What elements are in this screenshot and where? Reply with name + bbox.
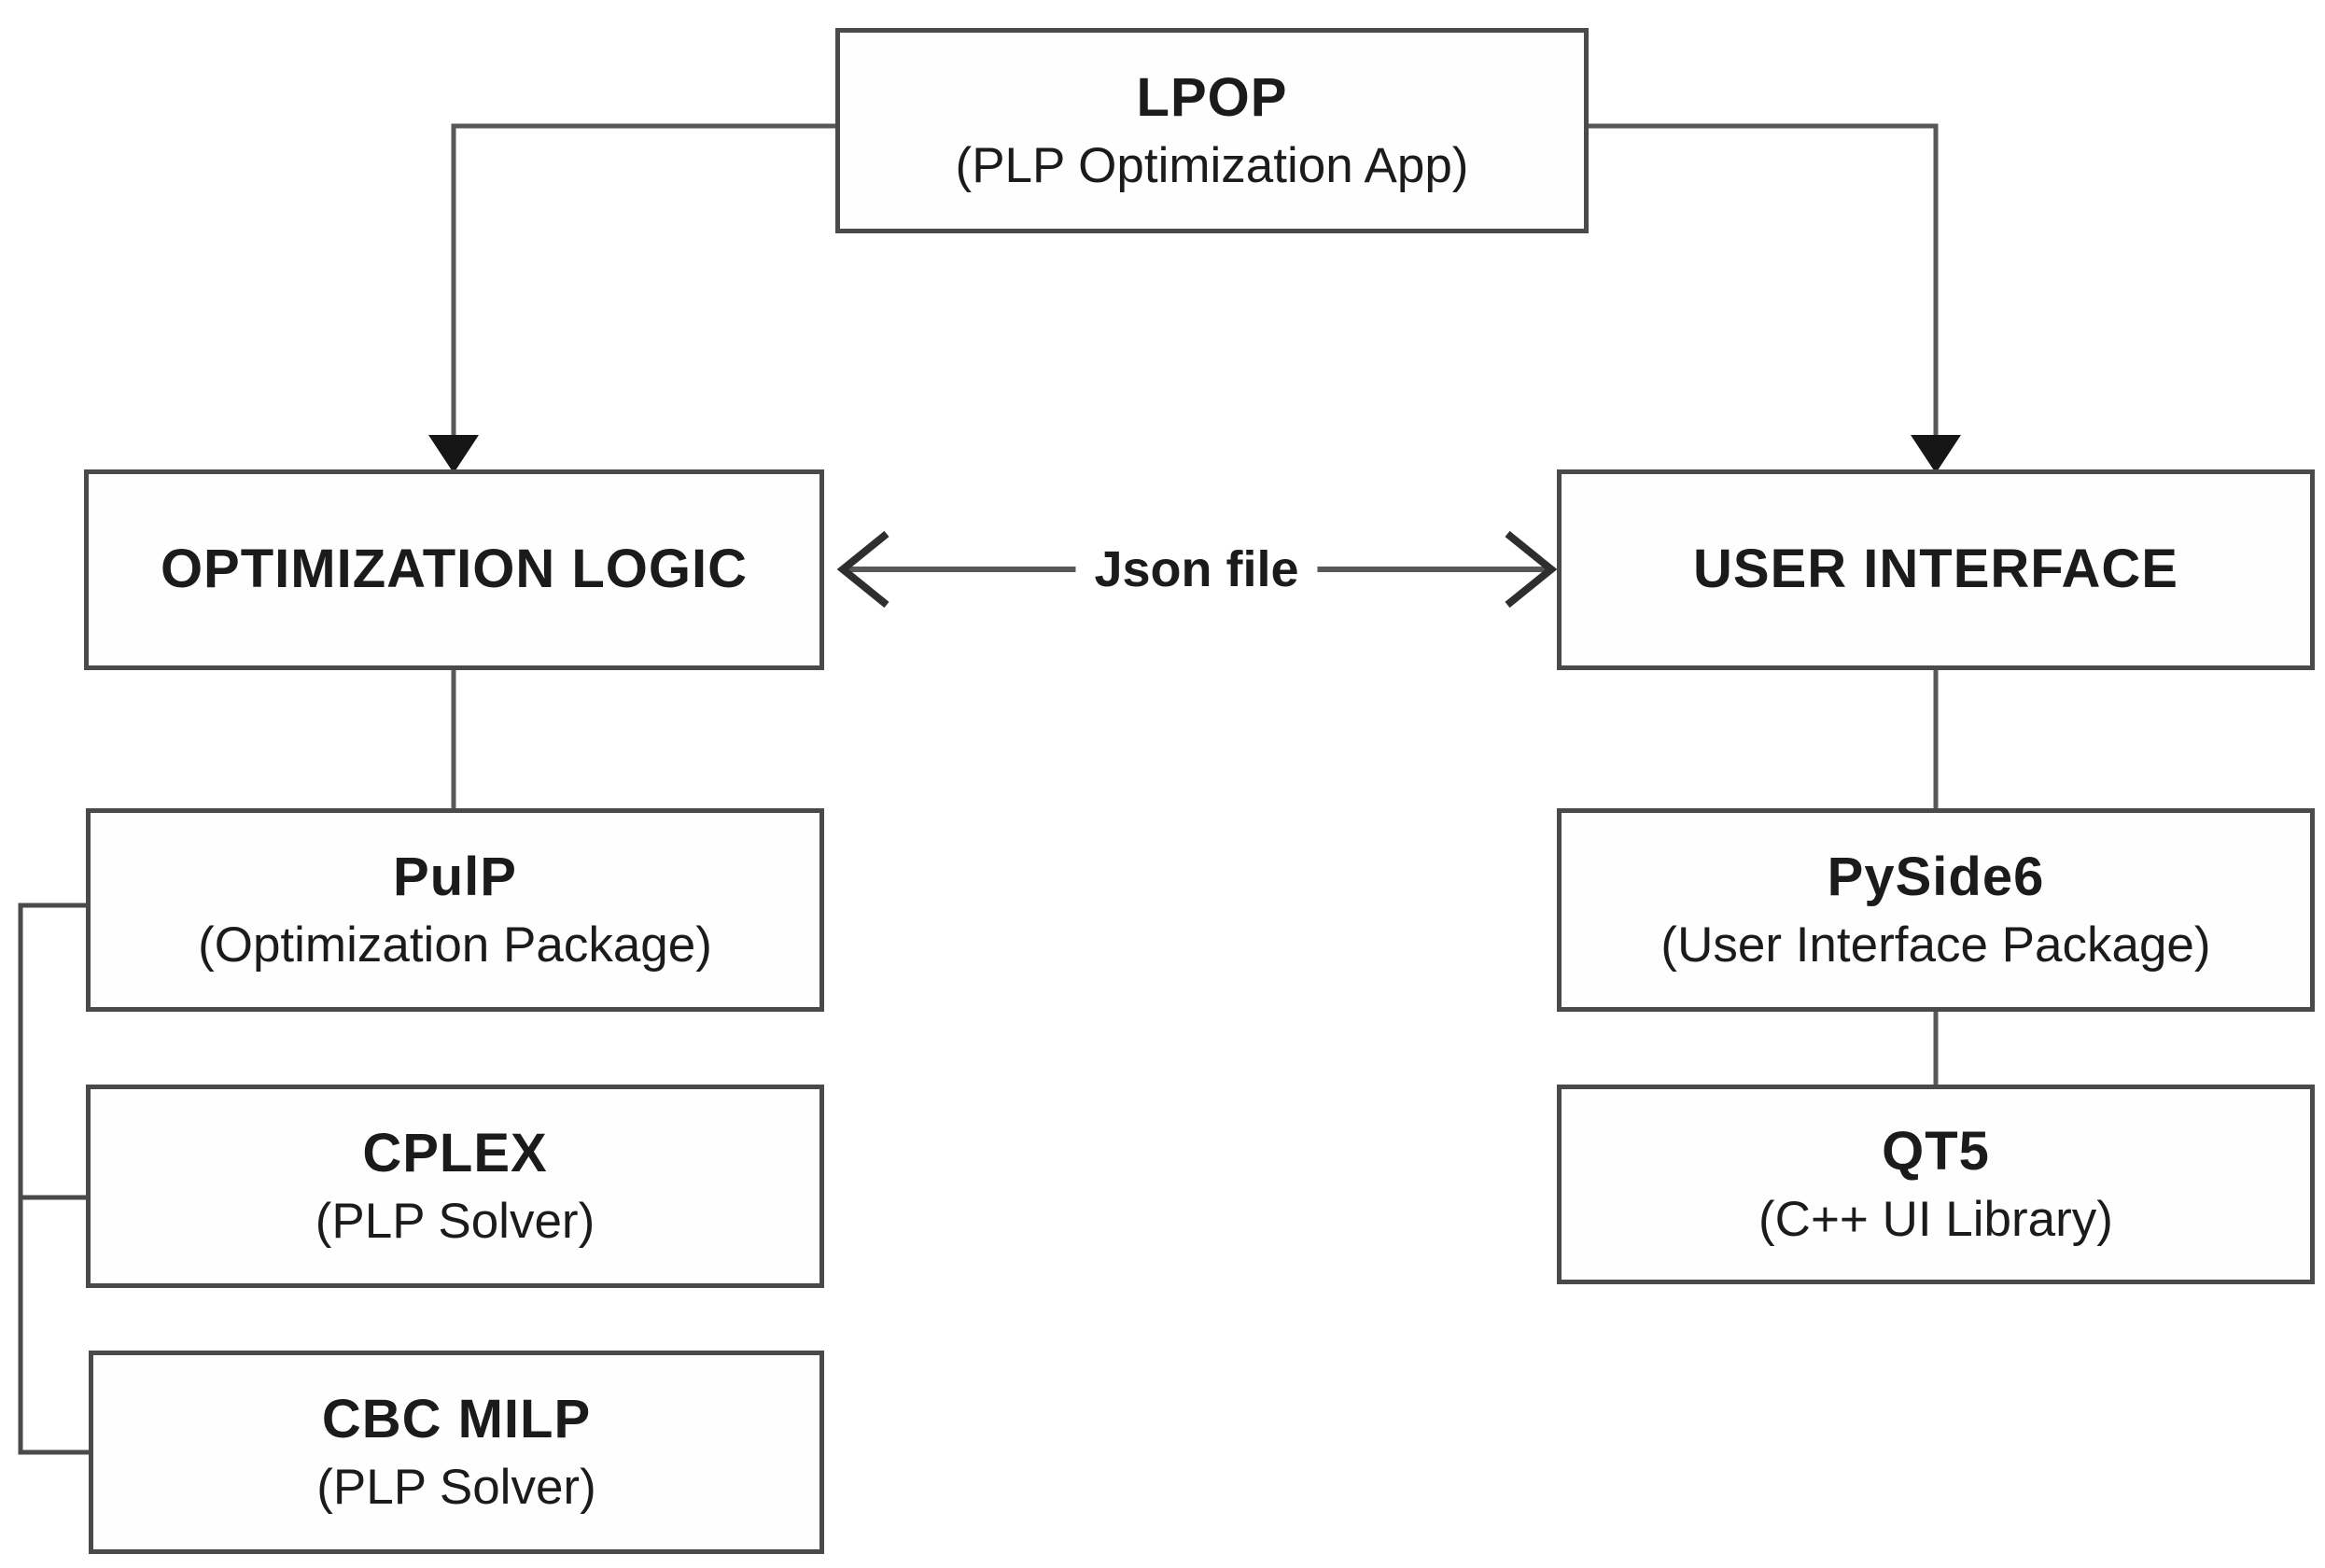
node-cplex-title: CPLEX xyxy=(362,1122,548,1183)
node-lpop: LPOP (PLP Optimization App) xyxy=(835,28,1589,233)
node-pulp-title: PulP xyxy=(393,846,517,907)
node-cplex: CPLEX (PLP Solver) xyxy=(86,1085,824,1288)
node-user-interface: USER INTERFACE xyxy=(1557,469,2315,670)
arrowhead-down-user-interface xyxy=(1911,435,1961,473)
arrowhead-left-json-file xyxy=(836,530,889,609)
node-cplex-subtitle: (PLP Solver) xyxy=(315,1194,595,1250)
node-qt5-title: QT5 xyxy=(1882,1120,1990,1182)
node-optimization-logic-title: OPTIMIZATION LOGIC xyxy=(160,539,749,600)
node-cbc-milp: CBC MILP (PLP Solver) xyxy=(89,1351,824,1554)
arrowhead-right-json-file xyxy=(1505,530,1558,609)
edge-lpop-to-user-interface xyxy=(1587,123,1939,439)
node-optimization-logic: OPTIMIZATION LOGIC xyxy=(84,469,824,670)
node-user-interface-title: USER INTERFACE xyxy=(1693,539,2178,600)
node-pyside6-subtitle: (User Interface Package) xyxy=(1660,917,2211,973)
node-cbc-milp-subtitle: (PLP Solver) xyxy=(316,1460,596,1516)
edge-bracket-pulp-to-cbc xyxy=(18,903,91,1455)
arrowhead-down-optimization-logic xyxy=(428,435,479,473)
node-cbc-milp-title: CBC MILP xyxy=(321,1388,592,1449)
node-pyside6: PySide6 (User Interface Package) xyxy=(1557,808,2315,1012)
node-lpop-subtitle: (PLP Optimization App) xyxy=(955,138,1469,194)
node-qt5: QT5 (C++ UI Library) xyxy=(1557,1085,2315,1284)
node-qt5-subtitle: (C++ UI Library) xyxy=(1758,1192,2113,1248)
edge-lpop-to-optimization-logic xyxy=(451,123,837,439)
edge-label-json-file: Json file xyxy=(1075,539,1318,600)
node-pulp-subtitle: (Optimization Package) xyxy=(198,917,712,973)
node-pyside6-title: PySide6 xyxy=(1827,846,2045,907)
node-pulp: PulP (Optimization Package) xyxy=(86,808,824,1012)
node-lpop-title: LPOP xyxy=(1136,66,1288,128)
